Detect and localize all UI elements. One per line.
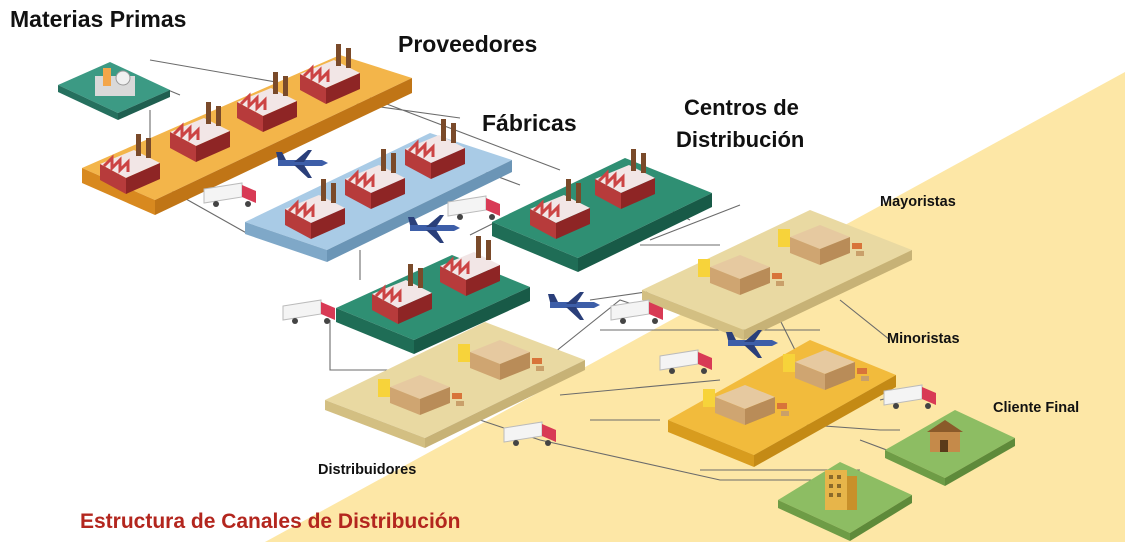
- truck-icon: [447, 195, 501, 221]
- distribution-center-platform-upper: [492, 147, 712, 272]
- suppliers-label: Proveedores: [398, 31, 538, 57]
- distribution-center-platform-lower: [336, 234, 530, 354]
- diagram-title: Estructura de Canales de Distribución: [80, 510, 461, 533]
- building-icon: [825, 470, 857, 510]
- raw-materials-platform: [58, 62, 170, 120]
- distributors-label: Distribuidores: [318, 462, 417, 478]
- raw-materials-label: Materias Primas: [10, 6, 187, 32]
- distribution-centers-label-line1: Centros de: [684, 95, 799, 120]
- final-customer-label: Cliente Final: [993, 400, 1080, 416]
- distributors-platform: [325, 322, 585, 448]
- factories-label: Fábricas: [482, 110, 577, 136]
- airplane-icon: [276, 150, 328, 178]
- wholesalers-platform: [642, 210, 912, 340]
- airplane-icon: [548, 292, 600, 320]
- final-customer-platform: [885, 410, 1015, 486]
- factories-platform: [245, 117, 512, 262]
- suppliers-platform: [82, 42, 412, 215]
- retailers-platform: [668, 340, 896, 467]
- truck-icon: [282, 299, 336, 325]
- distribution-centers-label-line2: Distribución: [676, 127, 805, 152]
- retailers-label: Minoristas: [887, 331, 960, 347]
- house-icon: [927, 420, 963, 452]
- wholesalers-label: Mayoristas: [880, 194, 956, 210]
- airplane-icon: [408, 215, 460, 243]
- customer-building-platform: [778, 462, 912, 541]
- raw-materials-plant-icon: [95, 68, 135, 96]
